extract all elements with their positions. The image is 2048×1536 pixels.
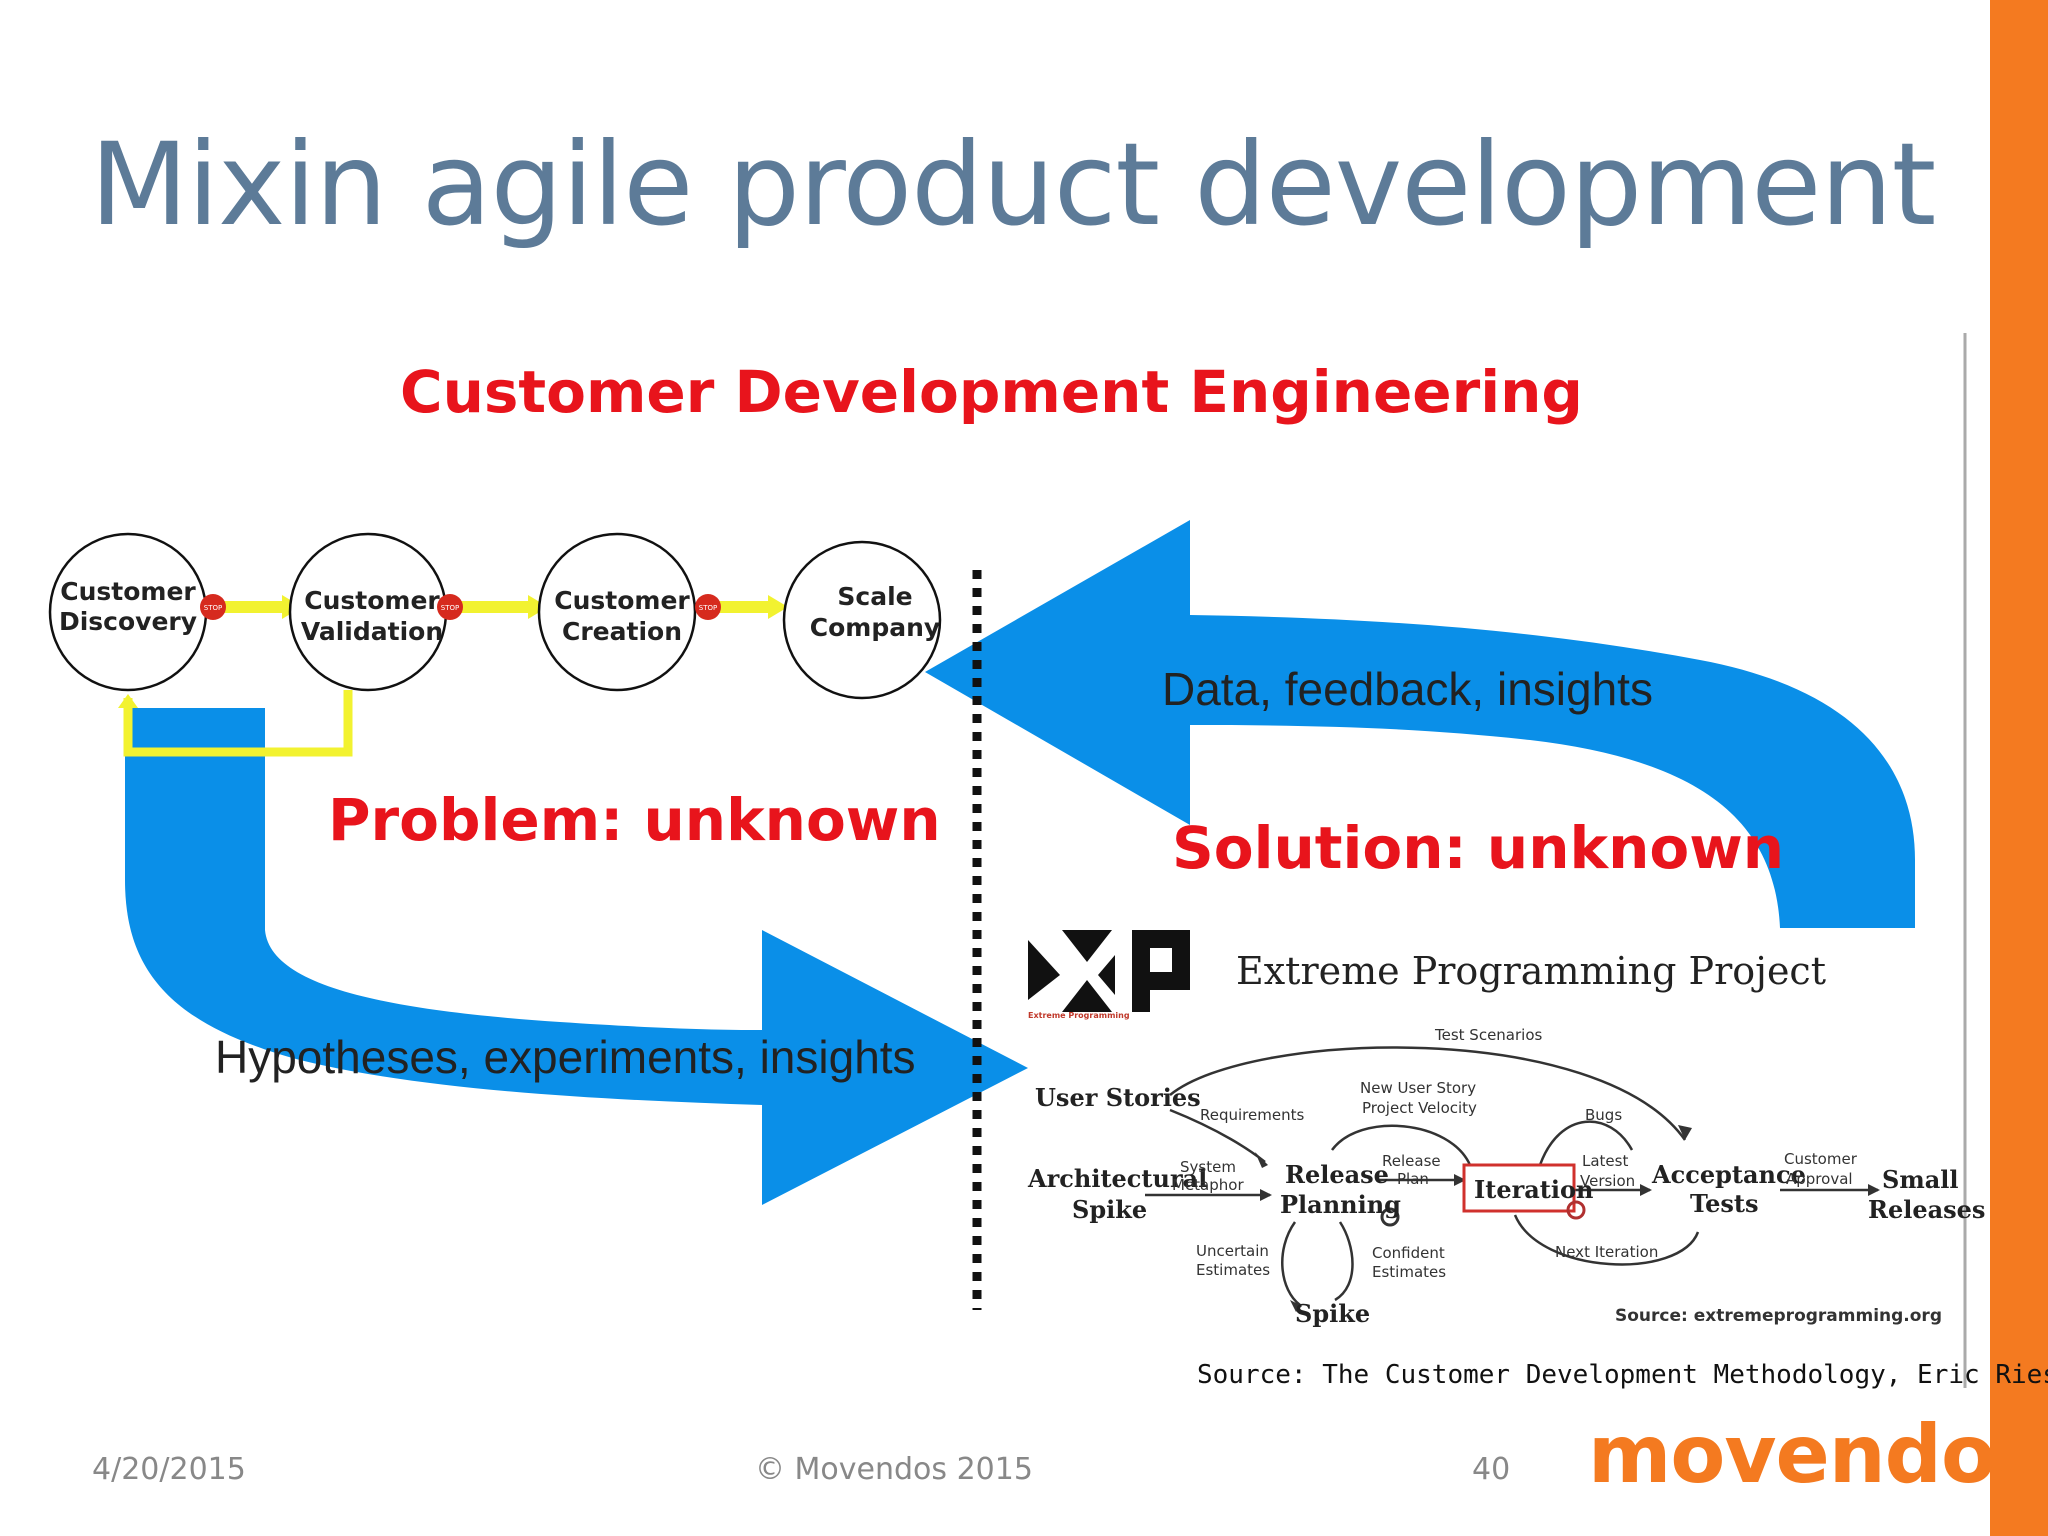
- stop-sign-icon: [695, 594, 721, 620]
- xp-node-tests: Tests: [1690, 1189, 1758, 1218]
- xp-edge-system: System: [1180, 1158, 1236, 1176]
- orange-side-bar: [1990, 0, 2048, 1536]
- xp-edge-customer: Customer: [1784, 1150, 1858, 1168]
- stage-label-line1: Scale: [837, 582, 912, 611]
- xp-edge-estimates-2: Estimates: [1372, 1263, 1446, 1281]
- edge-uncertain-estimates: [1281, 1221, 1301, 1306]
- movendos-logo: movendos: [1588, 1408, 2043, 1501]
- footer-copyright: © Movendos 2015: [755, 1452, 1033, 1487]
- edge-next-iteration: [1513, 1214, 1700, 1266]
- stop-sign-icon: [200, 594, 226, 620]
- stage-label-line1: Customer: [60, 577, 196, 606]
- hypotheses-arrow: [125, 708, 1028, 1205]
- stage-circle: [537, 532, 697, 692]
- xp-node-planning: Planning: [1280, 1190, 1401, 1219]
- stage-circle: [782, 540, 942, 700]
- stage-customer-validation: Customer Validation STOP: [288, 532, 463, 692]
- xp-logo: Extreme Programming: [1028, 930, 1190, 1020]
- stop-sign-label: STOP: [699, 604, 717, 612]
- arrowhead: [1640, 1184, 1652, 1196]
- arrowhead: [1678, 1125, 1692, 1140]
- xp-title: Extreme Programming Project: [1236, 949, 1826, 993]
- xp-node-spike: Spike: [1072, 1195, 1147, 1224]
- xp-iteration-box: [1462, 1163, 1576, 1213]
- hypotheses-arrow-label: Hypotheses, experiments, insights: [215, 1031, 916, 1083]
- feedback-arrow: [925, 520, 1915, 928]
- xp-node-architectural: Architectural: [1027, 1164, 1207, 1193]
- xp-node-user-stories: User Stories: [1035, 1083, 1201, 1112]
- xp-logo-shape-mid: [1098, 955, 1115, 995]
- xp-node-release: Release: [1285, 1160, 1389, 1189]
- problem-label: Problem: unknown: [328, 786, 941, 854]
- xp-flow-arrowheads: [1255, 1125, 1880, 1312]
- xp-node-iteration: Iteration: [1474, 1175, 1593, 1204]
- stage-label-line1: Customer: [304, 586, 440, 615]
- arrowhead: [1260, 1189, 1272, 1201]
- arrowhead: [1868, 1184, 1880, 1196]
- diagram-heading: Customer Development Engineering: [400, 358, 1583, 426]
- xp-edge-approval: Approval: [1786, 1170, 1853, 1188]
- xp-edge-next-iteration: Next Iteration: [1555, 1243, 1658, 1261]
- stage-customer-discovery: Customer Discovery STOP: [48, 532, 226, 692]
- xp-edge-test-scenarios: Test Scenarios: [1434, 1026, 1543, 1044]
- xp-edge-metaphor: Metaphor: [1172, 1176, 1244, 1194]
- xp-edge-bugs: Bugs: [1585, 1106, 1622, 1124]
- xp-node-spike-bottom: Spike: [1295, 1299, 1370, 1328]
- footer-page-number: 40: [1472, 1452, 1511, 1487]
- xp-logo-shape-top: [1062, 930, 1112, 962]
- stage-customer-creation: Customer Creation STOP: [537, 532, 721, 692]
- xp-node-releases: Releases: [1868, 1195, 1985, 1224]
- stage-label-line2: Company: [810, 613, 940, 642]
- edge-confident-estimates: [1334, 1221, 1354, 1302]
- magnifier-icon: [1566, 1200, 1586, 1220]
- xp-edge-plan: Plan: [1397, 1170, 1429, 1188]
- stop-sign-label: STOP: [441, 604, 459, 612]
- xp-edge-new-user-story: New User Story: [1360, 1079, 1476, 1097]
- xp-edge-project-velocity: Project Velocity: [1362, 1099, 1477, 1117]
- xp-edge-estimates-1: Estimates: [1196, 1261, 1270, 1279]
- xp-node-labels: User Stories Architectural Spike Release…: [1027, 1083, 1985, 1328]
- xp-edge-uncertain: Uncertain: [1196, 1242, 1269, 1260]
- stop-sign-label: STOP: [204, 604, 222, 612]
- loop-arrowhead: [118, 694, 138, 708]
- edge-test-scenarios: [1169, 1046, 1687, 1141]
- xp-logo-subtext: Extreme Programming: [1028, 1011, 1130, 1020]
- diagram-panel: [44, 330, 1964, 1388]
- source-note: Source: The Customer Development Methodo…: [1197, 1360, 2048, 1390]
- xp-edge-requirements: Requirements: [1200, 1106, 1304, 1124]
- stage-label-line2: Creation: [562, 617, 682, 646]
- stage-label-line1: Customer: [554, 586, 690, 615]
- xp-edge-latest: Latest: [1582, 1152, 1628, 1170]
- feedback-arrow-label: Data, feedback, insights: [1162, 663, 1653, 715]
- stage-label-line2: Discovery: [59, 607, 197, 636]
- magnifier-icon: [1380, 1207, 1400, 1227]
- iterate-loop-line: [123, 690, 353, 757]
- footer-date: 4/20/2015: [92, 1452, 246, 1487]
- xp-edge-confident: Confident: [1372, 1244, 1445, 1262]
- xp-logo-shape-bottom: [1062, 980, 1112, 1012]
- slide-title: Mixin agile product development: [90, 118, 1936, 251]
- stage-scale-company: Scale Company: [782, 540, 942, 700]
- xp-logo-shape-left: [1028, 940, 1060, 1000]
- xp-node-small: Small: [1882, 1165, 1959, 1194]
- xp-edge-labels: Test Scenarios Requirements New User Sto…: [1172, 1026, 1858, 1281]
- xp-edge-release: Release: [1382, 1152, 1441, 1170]
- xp-source: Source: extremeprogramming.org: [1615, 1306, 1942, 1326]
- connector-3-arrowhead: [768, 595, 788, 619]
- stop-sign-icon: [437, 594, 463, 620]
- arrowhead: [1454, 1174, 1466, 1186]
- solution-label: Solution: unknown: [1172, 814, 1784, 882]
- xp-logo-p: [1132, 930, 1190, 1012]
- xp-node-acceptance: Acceptance: [1651, 1160, 1806, 1189]
- stage-label-line2: Validation: [301, 617, 443, 646]
- xp-flow-lines: [1145, 1046, 1878, 1306]
- xp-edge-version: Version: [1580, 1172, 1635, 1190]
- edge-new-user-story: [1330, 1124, 1472, 1166]
- edge-bugs: [1538, 1120, 1634, 1166]
- arrowhead: [1255, 1152, 1268, 1168]
- arrowhead: [1290, 1300, 1302, 1312]
